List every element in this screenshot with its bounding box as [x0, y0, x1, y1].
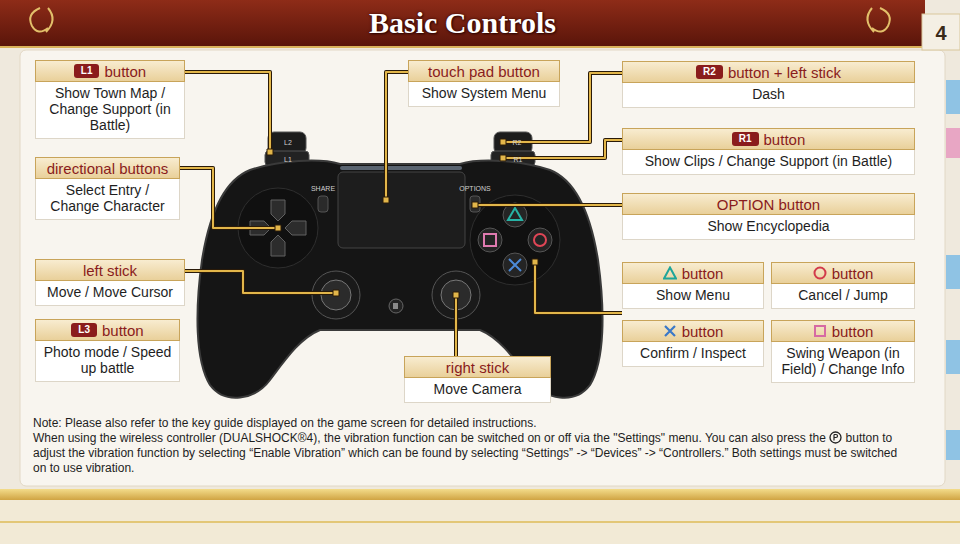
heading-text: directional buttons	[47, 160, 169, 177]
callout-body: Swing Weapon (in Field) / Change Info	[771, 342, 915, 383]
heading-text: button	[832, 323, 874, 340]
controller-label: OPTIONS	[459, 185, 491, 192]
callout-box: R2 button + left stickDash	[622, 61, 915, 108]
callout-box: L3 buttonPhoto mode / Speed up battle	[35, 319, 180, 382]
callout-heading: L1 button	[35, 60, 185, 82]
heading-text: button + left stick	[728, 64, 841, 81]
callout-heading: directional buttons	[35, 157, 180, 179]
callout-box: buttonSwing Weapon (in Field) / Change I…	[771, 320, 915, 383]
callout-body: Dash	[622, 83, 915, 108]
callout-box: left stickMove / Move Cursor	[35, 259, 185, 306]
heading-text: left stick	[83, 262, 137, 279]
controller-label: R2	[513, 139, 522, 146]
footer-rule	[0, 521, 960, 523]
callout-body: Show Town Map / Change Support (in Battl…	[35, 82, 185, 139]
button-badge: L3	[71, 323, 97, 337]
callout-box: L1 buttonShow Town Map / Change Support (…	[35, 60, 185, 139]
callout-box: OPTION buttonShow Encyclopedia	[622, 193, 915, 240]
heading-text: right stick	[446, 359, 509, 376]
button-badge: R1	[732, 132, 759, 146]
callout-heading: button	[622, 262, 764, 284]
callout-heading: L3 button	[35, 319, 180, 341]
leader-lines	[180, 72, 622, 356]
callout-box: buttonCancel / Jump	[771, 262, 915, 309]
controller-label: L2	[284, 139, 292, 146]
footer-ground	[0, 500, 960, 544]
controller-illustration	[197, 132, 602, 398]
callout-body: Show Encyclopedia	[622, 215, 915, 240]
heading-text: button	[832, 265, 874, 282]
button-badge: R2	[696, 65, 723, 79]
note-text: Note: Please also refer to the key guide…	[33, 416, 913, 476]
callout-heading: button	[771, 320, 915, 342]
callout-heading: left stick	[35, 259, 185, 281]
callout-body: Show System Menu	[408, 82, 560, 107]
heading-text: button	[104, 63, 146, 80]
callout-heading: button	[622, 320, 764, 342]
button-symbol	[813, 266, 827, 280]
content-panel	[20, 50, 945, 486]
bottom-band	[0, 489, 960, 500]
button-symbol	[663, 324, 677, 338]
callout-box: buttonShow Menu	[622, 262, 764, 309]
callout-heading: touch pad button	[408, 60, 560, 82]
callout-heading: R1 button	[622, 128, 915, 150]
heading-text: button	[102, 322, 144, 339]
callout-box: right stickMove Camera	[404, 356, 551, 403]
heading-text: button	[764, 131, 806, 148]
controller-label: R1	[514, 156, 523, 163]
callout-box: directional buttonsSelect Entry / Change…	[35, 157, 180, 220]
note-line: When using the wireless controller (DUAL…	[33, 431, 826, 445]
callout-body: Photo mode / Speed up battle	[35, 341, 180, 382]
callout-box: R1 buttonShow Clips / Change Support (in …	[622, 128, 915, 175]
callout-body: Move Camera	[404, 378, 551, 403]
heading-text: touch pad button	[428, 63, 540, 80]
callout-body: Confirm / Inspect	[622, 342, 764, 367]
page-number: 4	[935, 22, 946, 45]
callout-body: Cancel / Jump	[771, 284, 915, 309]
callout-body: Move / Move Cursor	[35, 281, 185, 306]
page-tab	[922, 14, 960, 50]
heading-text: OPTION button	[717, 196, 820, 213]
side-tabs	[946, 80, 960, 460]
header-bar	[0, 0, 925, 46]
callout-heading: right stick	[404, 356, 551, 378]
note-line: Note: Please also refer to the key guide…	[33, 416, 537, 430]
callout-heading: OPTION button	[622, 193, 915, 215]
page-title: Basic Controls	[0, 0, 925, 46]
button-symbol	[663, 266, 677, 280]
button-badge: L1	[74, 64, 100, 78]
callout-box: touch pad buttonShow System Menu	[408, 60, 560, 107]
callout-heading: button	[771, 262, 915, 284]
button-symbol	[813, 324, 827, 338]
callout-box: buttonConfirm / Inspect	[622, 320, 764, 367]
controller-label: SHARE	[311, 185, 335, 192]
heading-text: button	[682, 323, 724, 340]
callout-heading: R2 button + left stick	[622, 61, 915, 83]
callout-body: Show Menu	[622, 284, 764, 309]
ps-button-icon	[829, 431, 842, 444]
callout-body: Show Clips / Change Support (in Battle)	[622, 150, 915, 175]
heading-text: button	[682, 265, 724, 282]
header-rule	[0, 46, 925, 48]
callout-body: Select Entry / Change Character	[35, 179, 180, 220]
controller-label: L1	[284, 156, 292, 163]
